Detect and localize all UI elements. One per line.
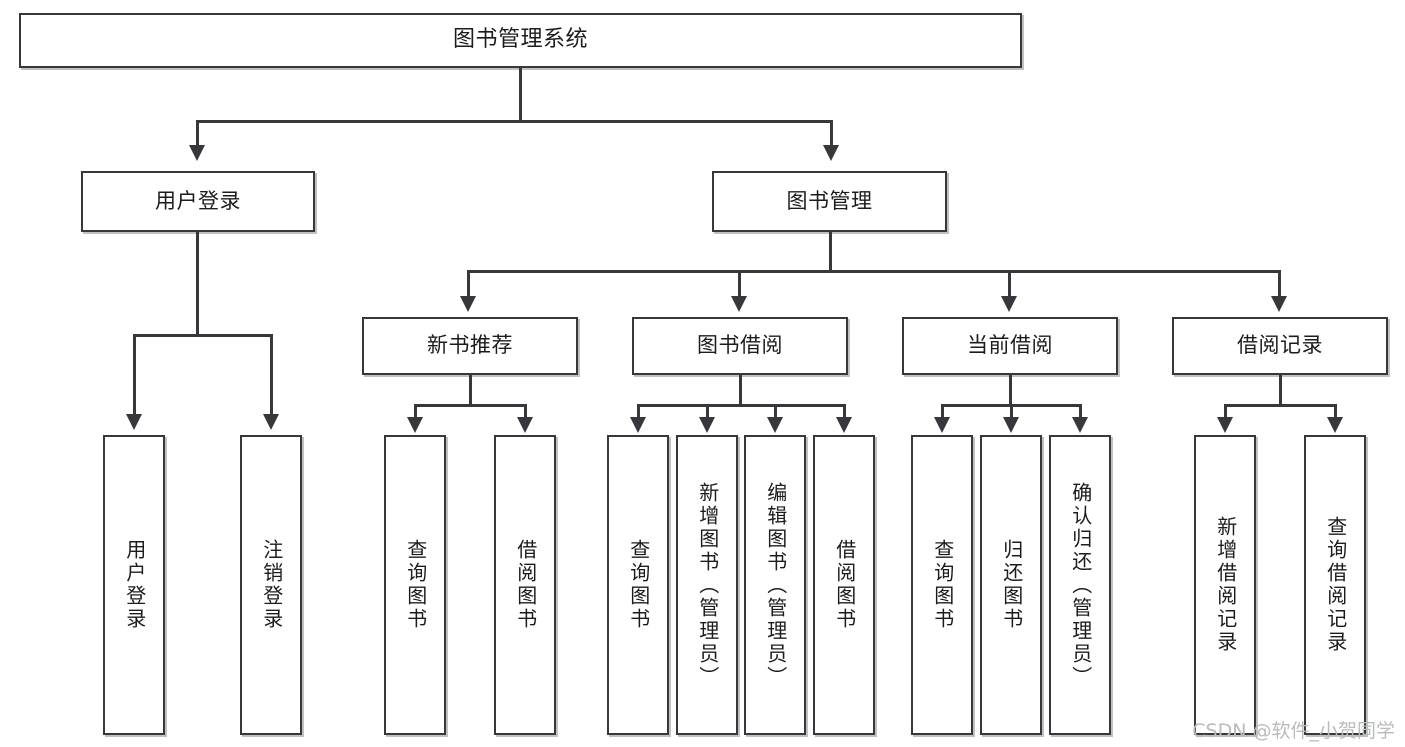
leaf-edit-book[interactable]: 编辑图书（管理员） [744,435,806,735]
arrow-to-borrow-record [1271,296,1287,312]
edge-user-login-drop-2 [270,334,273,416]
edge-new-book-drop-1 [414,404,417,420]
leaf-add-record-label: 新增借阅记录 [1213,516,1238,654]
arrow-to-leaf-query-book-1 [407,417,423,433]
arrow-to-book-manage [823,145,839,161]
edge-book-borrow-stem [739,375,742,407]
leaf-query-book-1-label: 查询图书 [403,539,428,631]
edge-new-book-stem [469,375,472,407]
edge-book-manage-drop-2 [738,270,741,298]
edge-user-login-bus [133,334,273,337]
leaf-return-book-label: 归还图书 [999,539,1024,631]
arrow-to-leaf-query-record [1327,417,1343,433]
arrow-to-leaf-query-book-3 [934,417,950,433]
node-user-login-label: 用户登录 [155,188,241,213]
leaf-borrow-book-1-label: 借阅图书 [513,539,538,631]
edge-current-borrow-stem [1009,375,1012,407]
edge-book-borrow-drop-4 [843,404,846,420]
edge-book-manage-drop-4 [1278,270,1281,298]
leaf-logout[interactable]: 注销登录 [240,435,302,735]
leaf-query-book-1[interactable]: 查询图书 [384,435,446,735]
edge-user-login-stem [196,232,199,337]
edge-root-drop-book-manage [830,120,833,147]
leaf-query-record[interactable]: 查询借阅记录 [1304,435,1366,735]
watermark-text: CSDN @软件_小贺同学 [1192,720,1395,742]
node-borrow-record[interactable]: 借阅记录 [1172,317,1388,375]
node-borrow-record-label: 借阅记录 [1237,333,1323,358]
arrow-to-leaf-edit-book [767,417,783,433]
edge-new-book-bus [414,404,527,407]
arrow-to-current-borrow [1001,296,1017,312]
leaf-query-book-2[interactable]: 查询图书 [607,435,669,735]
leaf-user-login-label: 用户登录 [122,539,147,631]
arrow-to-new-book-recommend [460,296,476,312]
node-book-manage-label: 图书管理 [786,188,873,213]
leaf-borrow-book-2-label: 借阅图书 [832,539,857,631]
arrow-to-leaf-add-record [1217,417,1233,433]
leaf-add-record[interactable]: 新增借阅记录 [1194,435,1256,735]
leaf-user-login[interactable]: 用户登录 [103,435,165,735]
edge-root-drop-user-login [196,120,199,147]
edge-book-borrow-drop-3 [774,404,777,420]
edge-book-borrow-drop-2 [706,404,709,420]
edge-book-borrow-bus [637,404,846,407]
arrow-to-leaf-return-book [1003,417,1019,433]
edge-root-stem [519,68,522,122]
edge-current-borrow-drop-3 [1079,404,1082,420]
leaf-logout-label: 注销登录 [259,539,284,631]
leaf-confirm-return[interactable]: 确认归还（管理员） [1049,435,1111,735]
leaf-query-record-label: 查询借阅记录 [1323,516,1348,654]
edge-book-manage-stem [829,232,832,273]
node-root-label: 图书管理系统 [452,27,588,53]
edge-borrow-record-drop-2 [1334,404,1337,420]
arrow-to-leaf-borrow-book-1 [517,417,533,433]
leaf-query-book-3-label: 查询图书 [930,539,955,631]
node-new-book-recommend-label: 新书推荐 [427,333,513,358]
leaf-query-book-2-label: 查询图书 [626,539,651,631]
arrow-to-leaf-query-book-2 [630,417,646,433]
leaf-return-book[interactable]: 归还图书 [980,435,1042,735]
node-book-manage[interactable]: 图书管理 [712,171,947,232]
edge-borrow-record-stem [1279,375,1282,407]
leaf-add-book[interactable]: 新增图书（管理员） [676,435,738,735]
edge-borrow-record-bus [1224,404,1337,407]
leaf-borrow-book-1[interactable]: 借阅图书 [494,435,556,735]
edge-book-manage-drop-1 [467,270,470,298]
leaf-borrow-book-2[interactable]: 借阅图书 [813,435,875,735]
arrow-to-user-login [189,145,205,161]
node-book-borrow-label: 图书借阅 [697,333,783,358]
arrow-to-leaf-borrow-book-2 [836,417,852,433]
edge-book-manage-drop-3 [1008,270,1011,298]
leaf-confirm-return-label: 确认归还（管理员） [1068,481,1093,689]
edge-borrow-record-drop-1 [1224,404,1227,420]
node-book-borrow[interactable]: 图书借阅 [632,317,848,375]
leaf-add-book-label: 新增图书（管理员） [695,481,720,689]
leaf-edit-book-label: 编辑图书（管理员） [763,481,788,689]
edge-book-manage-bus [467,270,1281,273]
edge-current-borrow-drop-2 [1010,404,1013,420]
edge-book-borrow-drop-1 [637,404,640,420]
edge-new-book-drop-2 [524,404,527,420]
node-new-book-recommend[interactable]: 新书推荐 [362,317,578,375]
node-current-borrow[interactable]: 当前借阅 [902,317,1118,375]
arrow-to-leaf-user-login [126,414,142,430]
node-user-login[interactable]: 用户登录 [81,171,315,232]
node-root[interactable]: 图书管理系统 [19,13,1022,68]
edge-user-login-drop-1 [133,334,136,416]
leaf-query-book-3[interactable]: 查询图书 [911,435,973,735]
arrow-to-leaf-logout [263,414,279,430]
node-current-borrow-label: 当前借阅 [967,333,1053,358]
arrow-to-leaf-add-book [699,417,715,433]
arrow-to-book-borrow [731,296,747,312]
edge-current-borrow-drop-1 [941,404,944,420]
arrow-to-leaf-confirm-return [1072,417,1088,433]
edge-root-bus [196,120,833,123]
